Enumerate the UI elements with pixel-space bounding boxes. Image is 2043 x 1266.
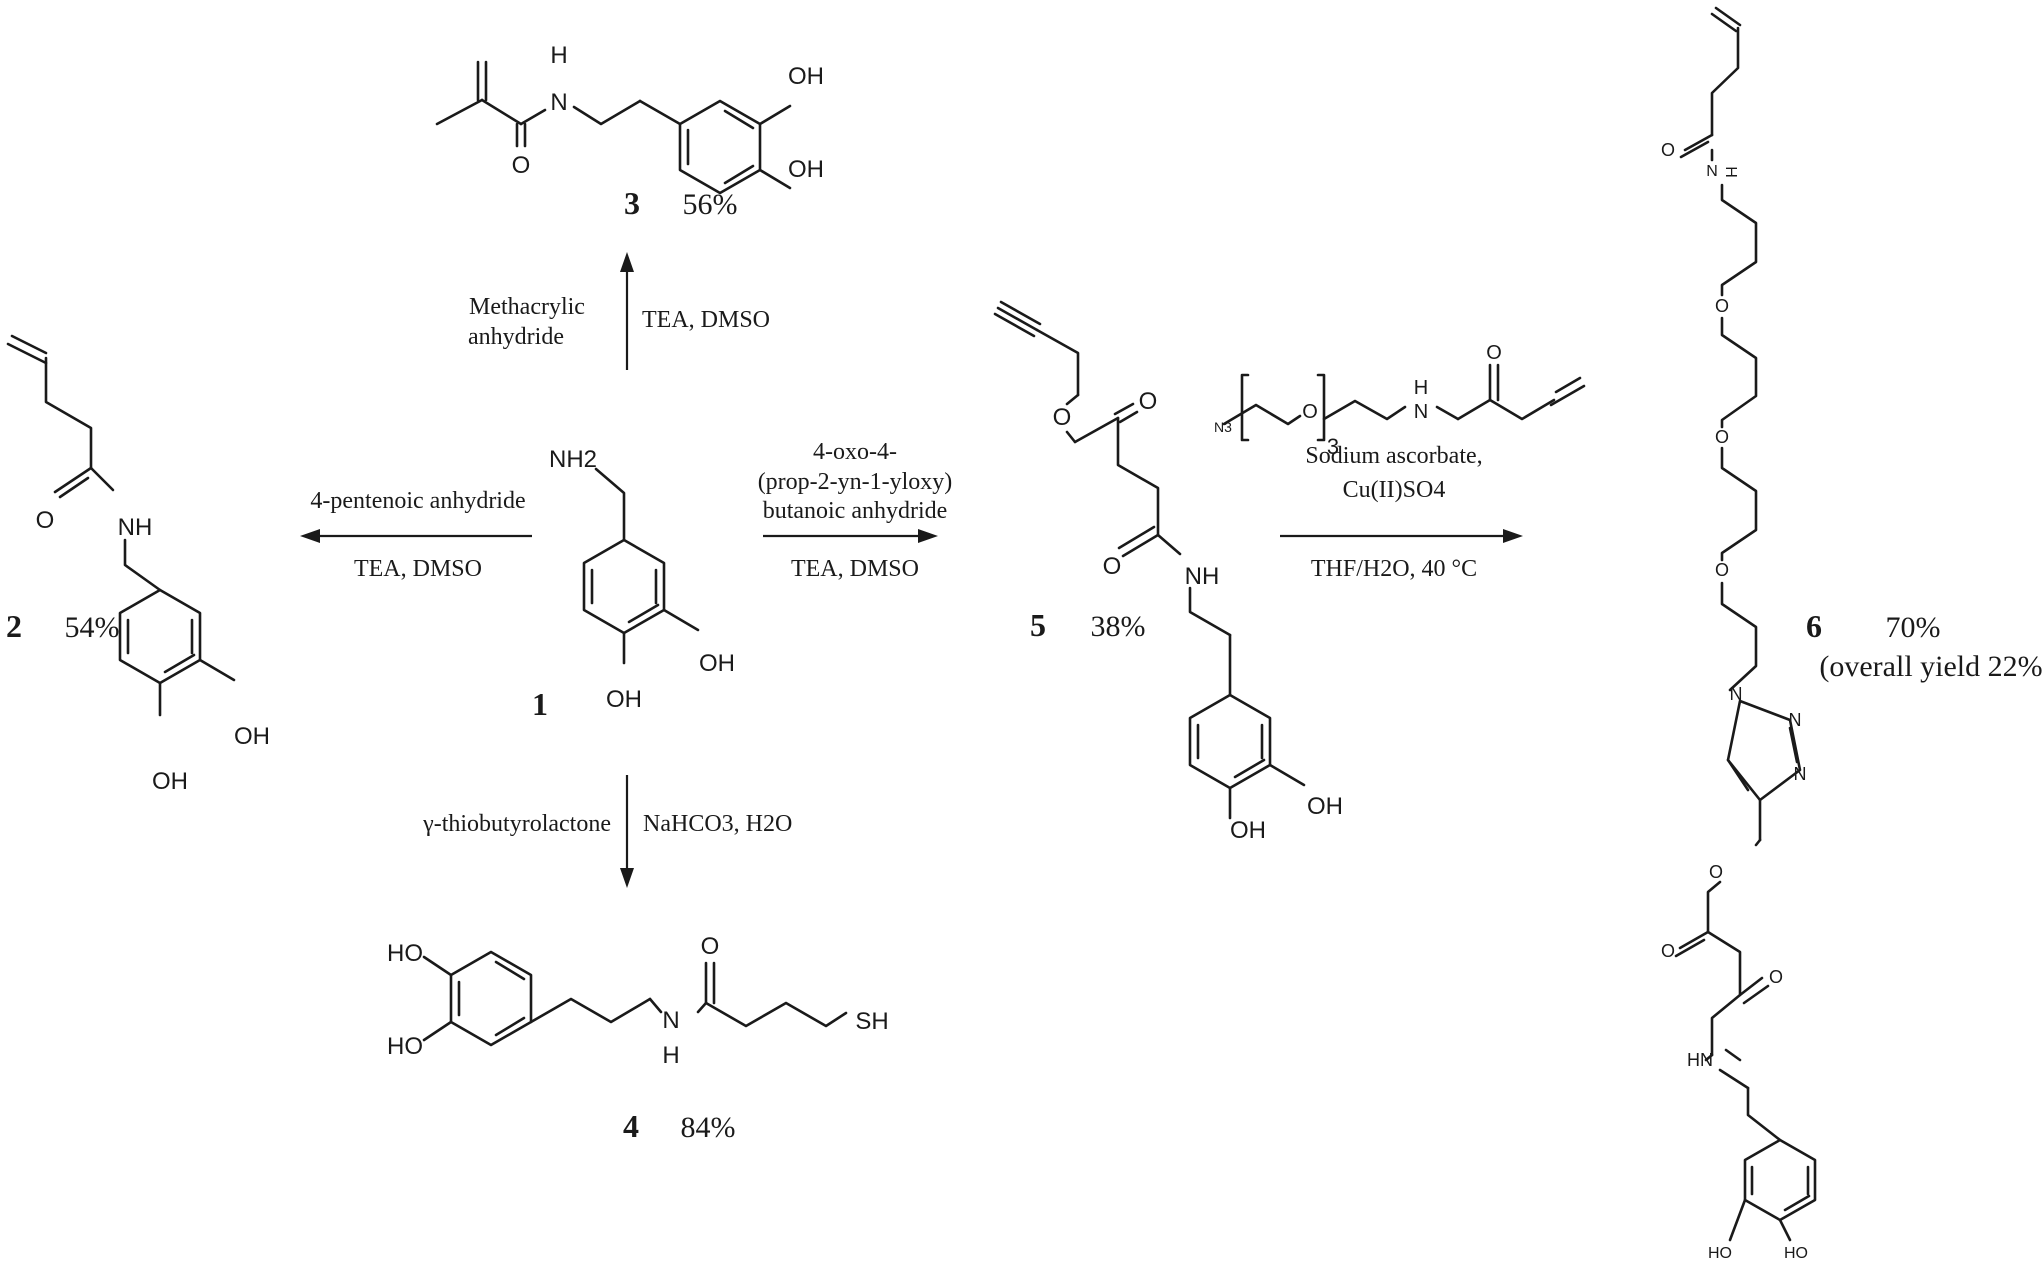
- compound-5-oh-meta: OH: [1307, 793, 1343, 820]
- to3-reagent-line1: Methacrylic: [469, 294, 585, 320]
- compound-1-number: 1: [532, 686, 548, 722]
- compound-6-ester-oxygen: O: [1661, 941, 1675, 961]
- compound-3-structure: [435, 60, 792, 195]
- compound-5-ester-oxygen: O: [1053, 404, 1072, 431]
- compound-5-nh: NH: [1185, 563, 1220, 590]
- compound-6-top-oxygen: O: [1661, 140, 1675, 160]
- compound-6-number: 6: [1806, 608, 1822, 644]
- to4-conditions: NaHCO3, H2O: [643, 811, 792, 837]
- compound-6-yield: 70%: [1886, 611, 1941, 644]
- compound-6-peg-oxygen-2: O: [1715, 427, 1729, 447]
- compound-6-top-h: H: [1722, 166, 1739, 178]
- azide-oxygen: O: [1302, 401, 1318, 423]
- to5-reagent-line1: 4-oxo-4-: [813, 439, 897, 465]
- arrow-to-5: [763, 529, 938, 543]
- compound-1-amine: NH2: [549, 446, 597, 473]
- to6-conditions: THF/H2O, 40 °C: [1311, 556, 1477, 582]
- compound-4-structure: [422, 950, 848, 1047]
- to3-conditions: TEA, DMSO: [642, 307, 770, 333]
- compound-4-yield: 84%: [681, 1111, 736, 1144]
- azide-h: H: [1414, 377, 1428, 399]
- to4-reagent: γ-thiobutyrolactone: [422, 811, 611, 837]
- arrow-to-2: [300, 529, 532, 543]
- compound-6-top-n: N: [1706, 163, 1718, 180]
- compound-6-linker-oxygen: O: [1709, 862, 1723, 882]
- compound-3-oh-meta: OH: [788, 63, 824, 90]
- compound-4-h: H: [662, 1042, 679, 1069]
- compound-6-ho-left: HO: [1708, 1245, 1732, 1262]
- compound-3-yield: 56%: [683, 188, 738, 221]
- compound-1-oh-para: OH: [606, 686, 642, 713]
- azide-repeat-subscript: 3: [1327, 434, 1339, 459]
- azide-carbonyl-oxygen: O: [1486, 342, 1502, 364]
- compound-1-structure: [582, 467, 700, 665]
- compound-6-amide-oxygen: O: [1769, 967, 1783, 987]
- compound-6-hn: HN: [1687, 1050, 1713, 1070]
- arrow-to-6: [1280, 529, 1523, 543]
- compound-3-n: N: [550, 89, 567, 116]
- to2-conditions: TEA, DMSO: [354, 556, 482, 582]
- to5-reagent-line3: butanoic anhydride: [763, 498, 948, 524]
- compound-5-carbonyl-oxygen: O: [1139, 388, 1158, 415]
- compound-6-triazole-n3: N: [1794, 764, 1807, 784]
- compound-3-number: 3: [624, 185, 640, 221]
- compound-5-number: 5: [1030, 607, 1046, 643]
- compound-6-triazole-n2: N: [1789, 710, 1802, 730]
- compound-4-oxygen: O: [701, 933, 720, 960]
- to6-reagent-line1: Sodium ascorbate,: [1305, 443, 1482, 469]
- compound-6-peg-oxygen-1: O: [1715, 296, 1729, 316]
- compound-5-yield: 38%: [1091, 610, 1146, 643]
- compound-2-oh-meta: OH: [234, 723, 270, 750]
- compound-2-number: 2: [6, 608, 22, 644]
- compound-5-amide-oxygen: O: [1103, 553, 1122, 580]
- compound-4-ho-top: HO: [387, 940, 423, 967]
- to2-reagent: 4-pentenoic anhydride: [310, 488, 525, 514]
- compound-4-sh: SH: [855, 1008, 888, 1035]
- compound-2-oxygen: O: [36, 507, 55, 534]
- azide-n: N: [1414, 401, 1428, 423]
- to3-reagent-line2: anhydride: [468, 324, 564, 350]
- compound-1-oh-meta: OH: [699, 650, 735, 677]
- compound-2-oh-para: OH: [152, 768, 188, 795]
- azide-reagent-structure: [1222, 363, 1586, 442]
- to5-reagent-line2: (prop-2-yn-1-yloxy): [758, 469, 953, 495]
- arrow-to-4: [620, 775, 634, 888]
- compound-4-n: N: [662, 1007, 679, 1034]
- compound-3-oh-para: OH: [788, 156, 824, 183]
- compound-2-yield: 54%: [65, 611, 120, 644]
- compound-2-structure: [6, 334, 236, 717]
- compound-4-ho-bottom: HO: [387, 1033, 423, 1060]
- compound-5-structure: [993, 300, 1306, 820]
- compound-5-oh-para: OH: [1230, 817, 1266, 844]
- compound-4-number: 4: [623, 1108, 639, 1144]
- compound-6-overall-yield: (overall yield 22%): [1819, 650, 2043, 683]
- compound-6-structure: [1674, 6, 1817, 1242]
- azide-n3: N3: [1214, 419, 1232, 435]
- to5-conditions: TEA, DMSO: [791, 556, 919, 582]
- compound-2-nh: NH: [118, 514, 153, 541]
- compound-6-ho-right: HO: [1784, 1245, 1808, 1262]
- compound-6-triazole-n1: N: [1730, 684, 1743, 704]
- compound-6-peg-oxygen-3: O: [1715, 560, 1729, 580]
- arrow-to-3: [620, 252, 634, 370]
- compound-3-h: H: [550, 42, 567, 69]
- to6-reagent-line2: Cu(II)SO4: [1343, 477, 1446, 503]
- compound-3-oxygen: O: [512, 152, 531, 179]
